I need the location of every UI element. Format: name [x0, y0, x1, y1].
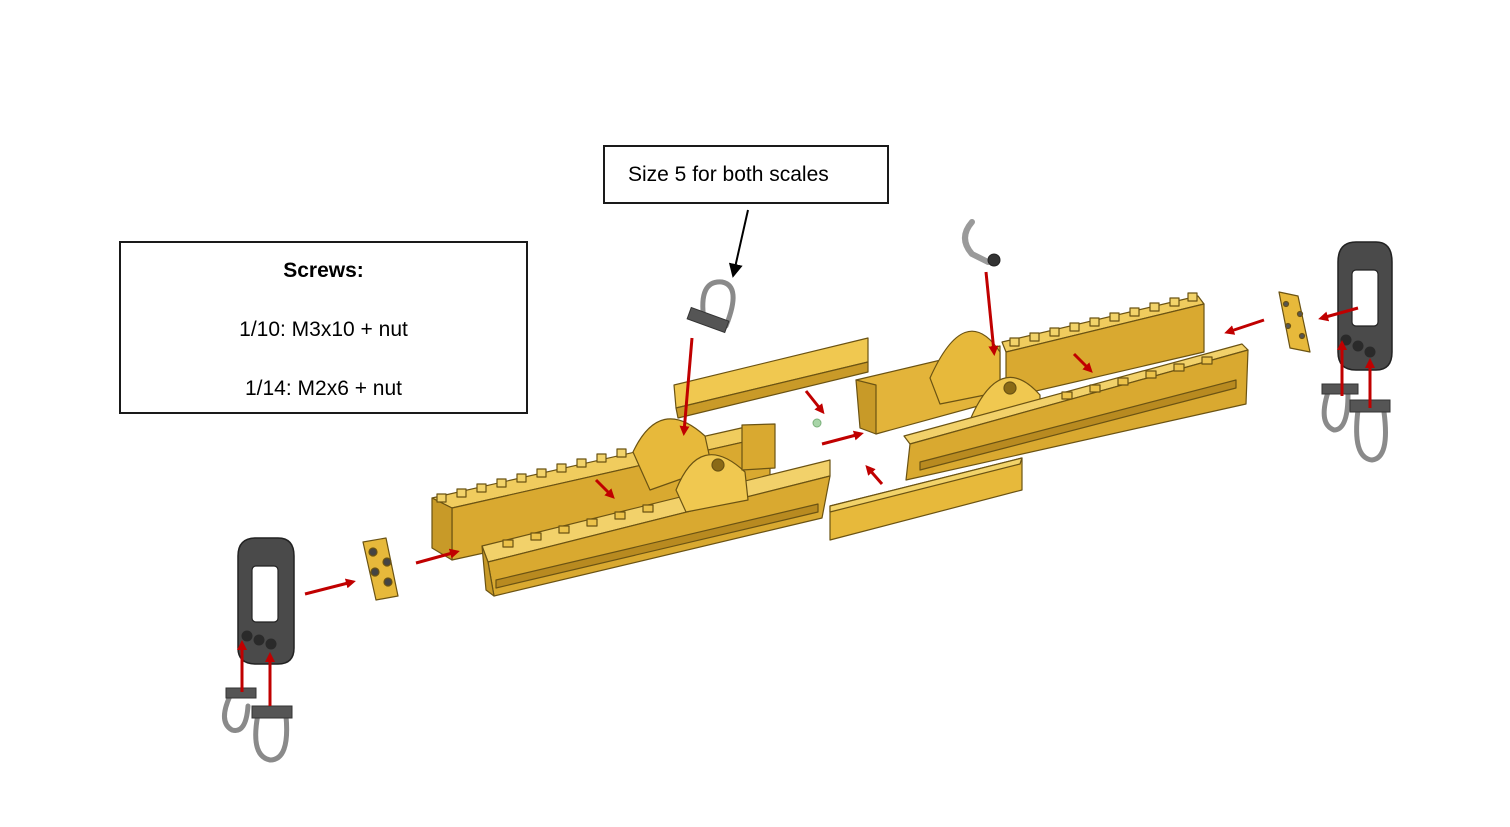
left-shackle-b	[251, 705, 293, 763]
pin-hole-marker	[812, 418, 822, 428]
right-side-plate	[829, 457, 1023, 541]
arrow-side-plate-down	[804, 390, 825, 415]
left-end-plate	[362, 537, 399, 601]
right-channel-beam	[903, 343, 1249, 481]
shackle-size-callout: Size 5 for both scales	[603, 145, 889, 204]
screws-callout: Screws: 1/10: M3x10 + nut 1/14: M2x6 + n…	[119, 241, 528, 414]
arrow-plate-up	[865, 464, 884, 485]
arrow-plate-to-beam-right	[1224, 318, 1265, 335]
right-shackle-b	[1349, 399, 1391, 463]
screws-1-14-spec: 1/14: M2x6 + nut	[244, 377, 403, 400]
left-pivot-bracket	[632, 418, 776, 513]
right-shackle-a	[1321, 383, 1359, 433]
arrow-top-shackle-down	[679, 337, 694, 436]
callout-pointer-arrow	[728, 209, 749, 278]
arrow-joint-right	[821, 430, 864, 446]
arrow-into-right-channel	[1072, 352, 1093, 373]
right-lifting-eye	[1337, 241, 1393, 371]
right-end-plate	[1278, 291, 1311, 353]
top-hook	[962, 219, 1001, 267]
arrow-hook-down	[984, 271, 999, 356]
screws-1-10-spec: 1/10: M3x10 + nut	[239, 318, 408, 341]
arrow-eye-to-plate-right	[1318, 306, 1359, 322]
left-lifting-eye	[237, 537, 295, 665]
arrow-into-left-channel	[594, 478, 615, 499]
left-side-plate	[673, 337, 869, 419]
arrow-eye-to-plate-left	[304, 578, 356, 596]
screws-title: Screws:	[283, 259, 364, 282]
top-shackle	[686, 279, 736, 334]
right-rack-wall	[1001, 292, 1205, 399]
left-shackle-a	[222, 687, 257, 733]
arrow-plate-to-beam-left	[415, 548, 460, 565]
shackle-size-text: Size 5 for both scales	[628, 163, 829, 186]
